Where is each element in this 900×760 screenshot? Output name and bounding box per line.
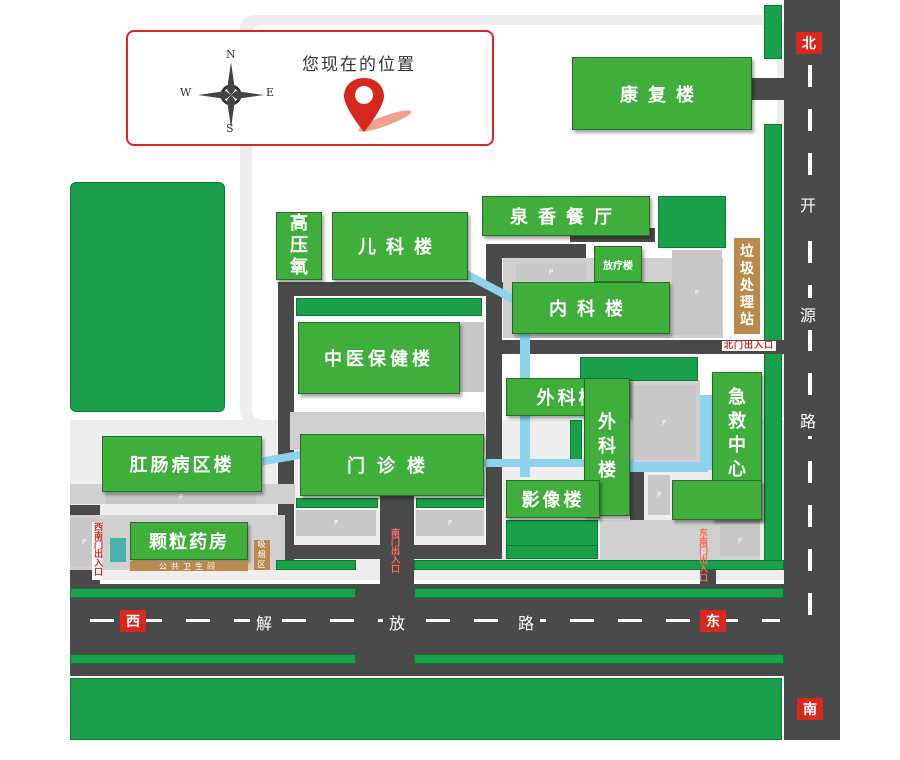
green-strip xyxy=(296,298,482,316)
road-label-lu: 路 xyxy=(512,610,541,634)
compass-n: N xyxy=(226,48,236,61)
building-keli-pharmacy[interactable]: 颗粒药房 xyxy=(130,522,248,560)
gate-north-side[interactable]: 北门出入口 xyxy=(722,341,777,351)
gate-west[interactable]: 西南门出入口 xyxy=(92,522,102,580)
road-median-left-2 xyxy=(70,654,356,664)
direction-south: 南 xyxy=(797,698,823,720)
kaiyuan-road xyxy=(784,0,840,740)
building-menzhen[interactable]: 门诊楼 xyxy=(300,434,484,496)
parking-lot: P xyxy=(296,510,376,536)
green-strip xyxy=(296,498,378,508)
jiefang-road-dashes xyxy=(90,619,780,622)
gate-east[interactable]: 东南门出入口 xyxy=(697,528,707,582)
green-field-left xyxy=(70,182,225,412)
walkway xyxy=(700,395,712,470)
direction-east: 东 xyxy=(700,610,726,632)
building-yingxiang[interactable]: 影像楼 xyxy=(506,480,600,518)
green-strip xyxy=(506,520,598,546)
internal-road-south-gate xyxy=(380,494,414,584)
walkway xyxy=(484,459,634,467)
location-pin-icon xyxy=(344,78,412,132)
parking-lot: P xyxy=(516,263,586,281)
building-neike[interactable]: 内科楼 xyxy=(512,282,670,334)
direction-north: 北 xyxy=(796,32,822,54)
legend-title: 您现在的位置 xyxy=(302,55,416,75)
building-kangfu[interactable]: 康复楼 xyxy=(572,57,752,130)
compass-w: W xyxy=(180,86,192,99)
strip-teal xyxy=(110,538,126,562)
building-erke[interactable]: 儿科楼 xyxy=(332,212,468,280)
compass-s: S xyxy=(226,122,234,135)
internal-road-mid xyxy=(502,340,784,354)
building-gaoya[interactable]: 高压氧 xyxy=(276,212,322,280)
parking-lot: P xyxy=(416,510,484,536)
kaiyuan-road-dashes xyxy=(808,65,812,620)
direction-west: 西 xyxy=(120,610,146,632)
green-strip-right-1 xyxy=(764,5,782,59)
road-label-lu-v: 路 xyxy=(800,404,817,436)
green-strip xyxy=(506,545,598,559)
parking-lot: P xyxy=(720,526,760,556)
road-label-fang: 放 xyxy=(383,610,412,634)
walkway xyxy=(628,462,708,472)
road-median-left xyxy=(70,588,356,598)
building-zhongyi[interactable]: 中医保健楼 xyxy=(298,322,460,394)
compass-icon xyxy=(198,62,264,128)
gate-south[interactable]: 南门出入口 xyxy=(389,528,399,573)
road-label-kai: 开 xyxy=(800,188,817,220)
building-gangchang[interactable]: 肛肠病区楼 xyxy=(102,436,262,492)
green-strip xyxy=(276,560,356,570)
parking-lot: P xyxy=(106,490,256,504)
legend-box xyxy=(126,30,494,146)
building-xiyan[interactable]: 吸烟区 xyxy=(254,540,270,570)
internal-road-top xyxy=(486,244,586,258)
internal-road-lower xyxy=(278,545,502,559)
internal-road-north xyxy=(278,282,503,296)
building-fangliao[interactable]: 放疗楼 xyxy=(594,246,642,282)
compass-e: E xyxy=(266,86,275,99)
road-median-right xyxy=(414,588,784,598)
green-strip xyxy=(414,560,784,570)
parking-lot: P xyxy=(632,385,696,460)
building-laji[interactable]: 垃圾处理站 xyxy=(734,238,760,334)
building-gongce[interactable]: 公共卫生间 xyxy=(130,561,248,571)
green-strip xyxy=(580,357,698,381)
building-quanxiang-canteen[interactable]: 泉香餐厅 xyxy=(482,196,650,236)
building-jijiu-wing[interactable] xyxy=(672,480,762,520)
internal-road-center xyxy=(486,244,502,559)
green-field-bottom xyxy=(70,678,782,740)
road-median-right-2 xyxy=(414,654,784,664)
internal-road-rehab xyxy=(752,78,784,100)
road-label-yuan: 源 xyxy=(800,298,817,330)
green-strip xyxy=(570,420,582,462)
road-label-jie: 解 xyxy=(250,610,279,634)
parking-lot: P xyxy=(648,475,670,515)
green-strip xyxy=(416,498,484,508)
green-strip xyxy=(658,196,726,248)
parking-lot: P xyxy=(672,250,722,335)
